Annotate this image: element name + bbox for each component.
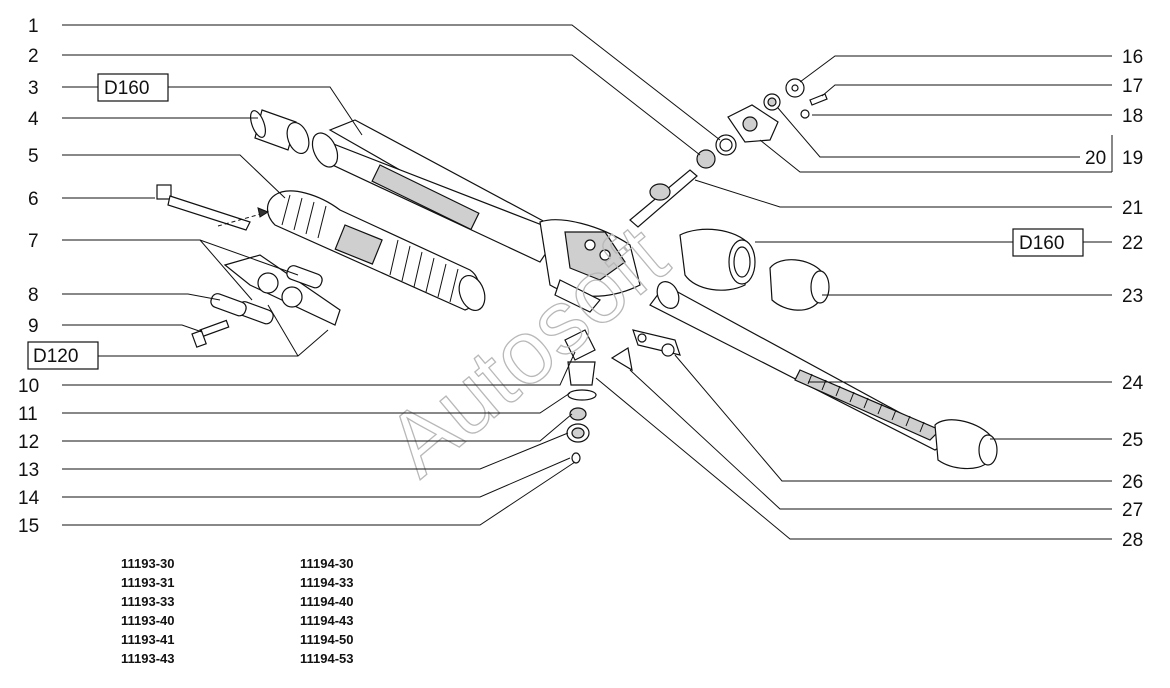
tie-strap [156, 184, 270, 231]
d160-left-box [97, 73, 169, 102]
callout-3: 3 [28, 78, 39, 99]
model-col2-row4: 11194-43 [300, 613, 354, 628]
model-col1-row6: 11193-43 [121, 651, 175, 666]
callout-16: 16 [1122, 47, 1143, 68]
callout-26: 26 [1122, 472, 1143, 493]
model-col2-row5: 11194-50 [300, 632, 354, 647]
callout-23: 23 [1122, 286, 1143, 307]
model-list: 11193-30 11193-31 11193-33 11193-40 1119… [121, 556, 354, 666]
model-col1-row2: 11193-31 [121, 575, 175, 590]
bellows-boot [266, 190, 486, 312]
callout-12: 12 [18, 432, 39, 453]
model-col2-row6: 11194-53 [300, 651, 354, 666]
model-col1-row5: 11193-41 [121, 632, 175, 647]
callout-6: 6 [28, 189, 39, 210]
callout-2: 2 [28, 46, 39, 67]
end-cap-left [250, 109, 310, 155]
pressure-pad-assembly [564, 329, 597, 464]
d120-box [27, 341, 99, 370]
callout-25: 25 [1122, 430, 1143, 451]
model-col2-row2: 11194-33 [300, 575, 354, 590]
callout-5: 5 [28, 146, 39, 167]
d160-right-label: D160 [1019, 233, 1064, 254]
callout-9: 9 [28, 316, 39, 337]
callout-28: 28 [1122, 530, 1143, 551]
callouts-right: 16 17 18 19 20 21 22 23 24 25 26 27 28 [1085, 47, 1144, 551]
callout-19: 19 [1122, 148, 1143, 169]
callout-13: 13 [18, 460, 39, 481]
model-col1-row1: 11193-30 [121, 556, 175, 571]
callout-1: 1 [28, 16, 39, 37]
callout-24: 24 [1122, 373, 1144, 394]
callout-11: 11 [18, 404, 38, 425]
model-col2-row3: 11194-40 [300, 594, 354, 609]
rack-bar [649, 281, 998, 470]
callout-8: 8 [28, 285, 39, 306]
callout-14: 14 [18, 488, 40, 509]
d120-label: D120 [33, 346, 78, 367]
callout-27: 27 [1122, 500, 1143, 521]
pinion-shaft [629, 134, 737, 228]
callout-18: 18 [1122, 106, 1143, 127]
callout-7: 7 [28, 231, 39, 252]
callout-20: 20 [1085, 148, 1106, 169]
callout-10: 10 [18, 376, 39, 397]
boxed-labels: D160 D120 D160 [27, 73, 1084, 370]
callouts-left: 1 2 3 4 5 6 7 8 9 10 11 12 13 14 15 [18, 16, 40, 537]
steering-rack-illustration [156, 78, 998, 470]
callout-22: 22 [1122, 233, 1143, 254]
right-housing [679, 228, 830, 311]
model-col2-row1: 11194-30 [300, 556, 354, 571]
model-col1-row3: 11193-33 [121, 594, 175, 609]
callout-4: 4 [28, 109, 39, 130]
mounting-brackets [191, 254, 341, 348]
rack-housing [311, 119, 641, 313]
d160-right-box [1012, 228, 1084, 257]
callout-15: 15 [18, 516, 39, 537]
d160-left-label: D160 [104, 78, 149, 99]
callout-17: 17 [1122, 76, 1143, 97]
leader-lines [62, 24, 1113, 540]
upper-bracket [727, 78, 828, 143]
model-col1-row4: 11193-40 [121, 613, 175, 628]
callout-21: 21 [1122, 198, 1143, 219]
rack-clamp [610, 329, 681, 372]
